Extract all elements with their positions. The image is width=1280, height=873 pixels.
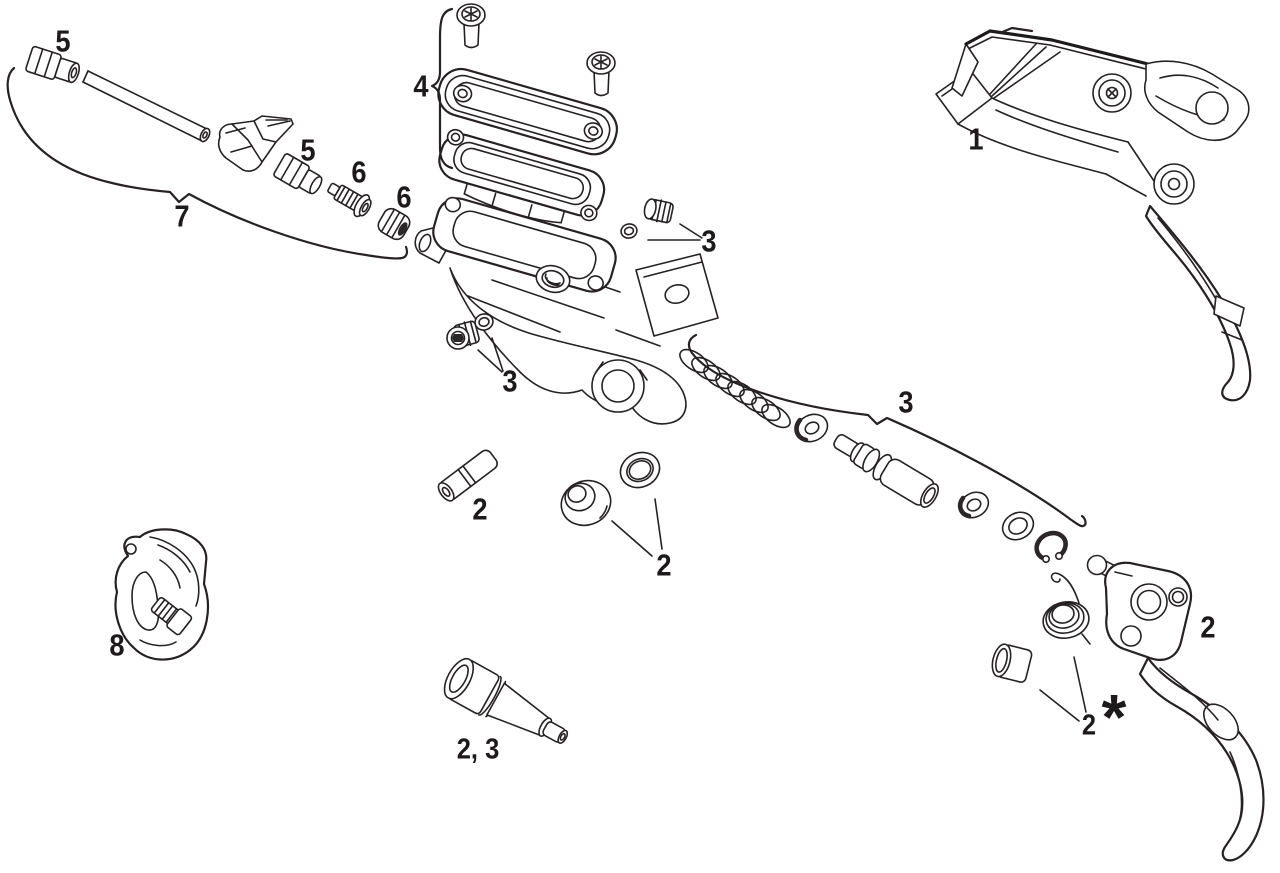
bleed-screw-upper-group: [620, 198, 703, 241]
lever-assembly-group: [935, 26, 1252, 402]
hydraulic-hose: [82, 70, 211, 143]
bracket-3: [687, 333, 1087, 528]
cup-seal-b: [957, 491, 990, 519]
reservoir-kit-group: [430, 3, 618, 224]
callout-2d: 2: [1081, 709, 1097, 742]
torsion-spring: [1042, 572, 1091, 645]
bleed-screw-lower-group: [446, 313, 504, 373]
callout-3a: 3: [701, 223, 717, 259]
callout-5b: 5: [300, 132, 316, 168]
reservoir-cover: [437, 67, 618, 156]
cup-seal-a: [794, 413, 829, 443]
callout-8: 8: [109, 627, 125, 663]
callout-1: 1: [968, 121, 984, 157]
flanged-bushing: [560, 479, 612, 527]
bar-clamp-group: [114, 528, 210, 661]
callout-3b: 3: [502, 363, 518, 399]
circlip: [1034, 530, 1068, 563]
hose-barb: [327, 182, 372, 218]
footnote-asterisk: *: [1101, 680, 1127, 753]
washer: [619, 451, 661, 489]
callout-7: 7: [174, 198, 190, 234]
wave-washer: [1001, 511, 1035, 541]
master-cylinder-body: [414, 196, 719, 425]
callout-2c: 2: [1200, 609, 1216, 645]
callout-3c: 3: [898, 384, 914, 420]
callout-4: 4: [413, 68, 429, 104]
blade-bushing: [991, 643, 1033, 683]
pivot-pin: [437, 449, 498, 502]
brake-lever-blade: [1104, 561, 1265, 862]
callout-2b: 2: [656, 547, 672, 583]
pushrod: [443, 657, 569, 745]
compression-nut-a: [25, 45, 81, 84]
cover-screw-b: [586, 51, 616, 97]
callout-2a: 2: [472, 491, 488, 527]
bracket-7: [6, 66, 409, 260]
coil-spring: [679, 348, 791, 429]
piston: [833, 434, 939, 508]
compression-nut-b: [273, 153, 323, 195]
compression-olive: [377, 207, 411, 241]
callout-2-3: 2, 3: [456, 733, 500, 766]
callout-6b: 6: [396, 179, 412, 215]
callout-5a: 5: [55, 23, 71, 59]
hose-kit-group: [6, 45, 411, 260]
piston-kit-group: [679, 333, 1087, 563]
lever-blade-group: [991, 554, 1265, 862]
cover-screw-a: [456, 3, 486, 49]
hose-elbow-cover: [217, 115, 294, 172]
callout-6a: 6: [351, 154, 367, 190]
pivot-pin-parts-group: [437, 449, 663, 557]
brace-4: [430, 7, 454, 170]
clamp-bolt: [150, 596, 193, 636]
